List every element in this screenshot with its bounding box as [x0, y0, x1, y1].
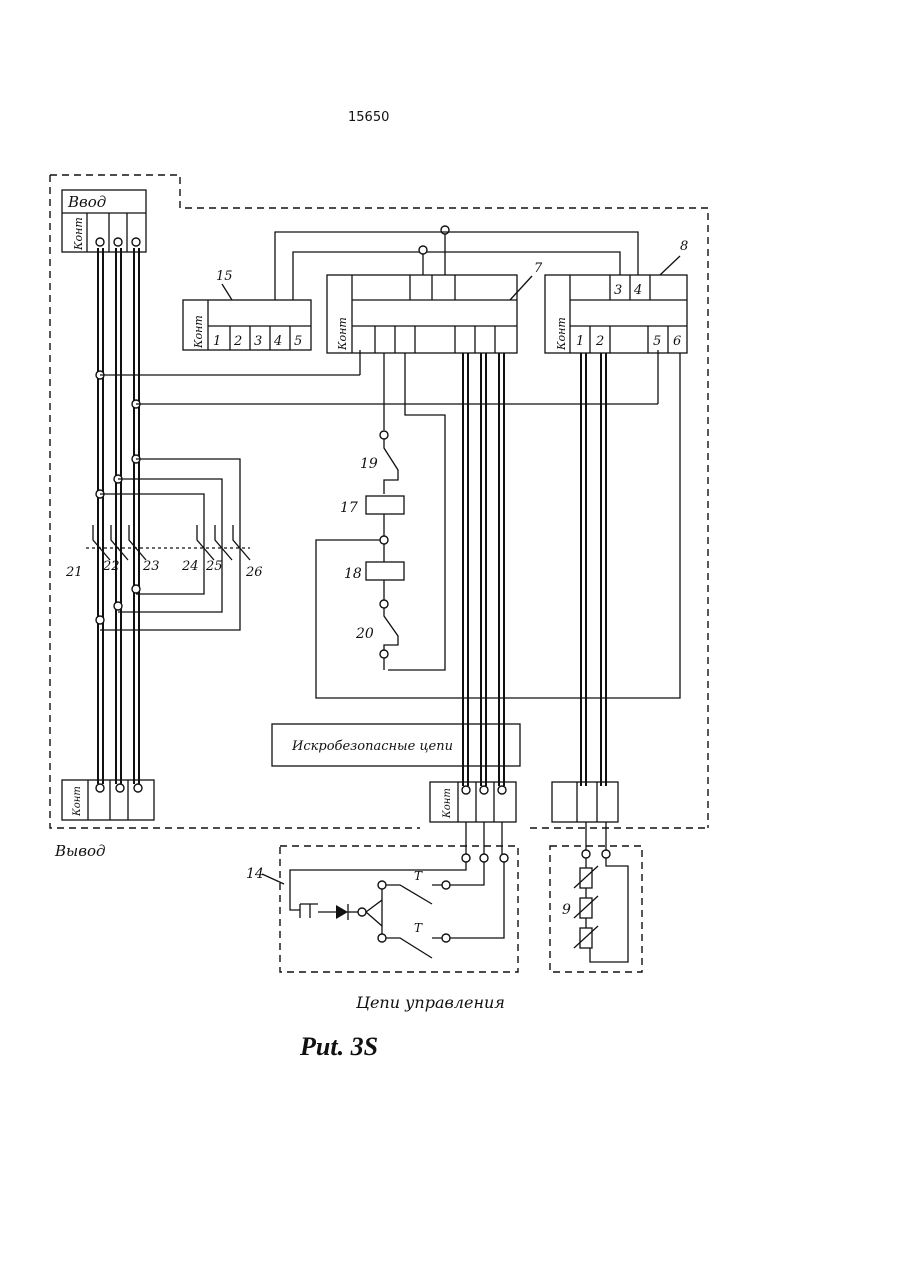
component-14-label: 14 [246, 866, 264, 882]
block-15-kont: Конт [192, 315, 205, 349]
input-kont-label: Конт [72, 217, 85, 251]
block-7-kont: Конт [336, 317, 349, 351]
power-lines [96, 248, 658, 784]
block-15: Конт 1 2 3 4 5 15 [183, 269, 311, 350]
block-8-t6: 6 [673, 334, 681, 349]
figure-caption: Put. 3S [300, 1032, 378, 1062]
output-kont-label: Конт [72, 786, 83, 817]
component-9-label: 9 [562, 902, 571, 918]
input-block-label: Ввод [67, 193, 106, 211]
safe-circuits-label: Искробезопасные цепи [291, 739, 453, 754]
unit-9: 9 [550, 822, 642, 972]
block-8-t3: 3 [614, 283, 622, 298]
switch-label-21: 21 [65, 565, 83, 580]
block-15-t2: 2 [233, 334, 242, 349]
block-8-kont: Конт [555, 317, 568, 351]
top-bus [275, 226, 638, 300]
component-17-label: 17 [340, 500, 358, 516]
block-8: Конт 3 4 1 2 5 6 8 [545, 239, 688, 353]
block-15-ref: 15 [216, 269, 233, 284]
block-8-t5: 5 [653, 334, 661, 349]
input-block: Ввод Конт [62, 190, 146, 252]
block-15-t3: 3 [254, 334, 262, 349]
lower-terminal-block-right [552, 782, 618, 822]
block-8-t1: 1 [576, 334, 584, 349]
block-15-t4: 4 [273, 334, 282, 349]
block-15-t1: 1 [213, 334, 221, 349]
switch-label-26: 26 [245, 565, 263, 580]
switch-label-22: 22 [102, 559, 120, 574]
signal-lines [463, 353, 606, 786]
lower-terminal-block-left: Конт [430, 782, 516, 822]
button-symbol-bottom: T [414, 921, 423, 935]
switch-label-25: 25 [205, 559, 223, 574]
switch-group: 21 22 23 24 25 26 [65, 459, 263, 630]
safe-circuits-box: Искробезопасные цепи [272, 724, 520, 766]
output-block: Конт Вывод [54, 780, 154, 860]
block-8-ref: 8 [680, 239, 688, 254]
switch-label-23: 23 [142, 559, 160, 574]
block-8-t2: 2 [595, 334, 604, 349]
control-unit-14: T T 14 [246, 822, 518, 972]
component-19-label: 19 [360, 456, 378, 472]
block-15-t5: 5 [294, 334, 302, 349]
enclosure-frame [50, 175, 708, 828]
block-7: Конт 7 [327, 261, 543, 353]
output-block-label: Вывод [54, 842, 106, 860]
lower-left-kont: Конт [442, 788, 453, 819]
switch-label-24: 24 [181, 559, 199, 574]
control-circuits-label: Цепи управления [355, 993, 505, 1012]
component-18-label: 18 [344, 566, 362, 582]
block-8-t4: 4 [633, 283, 642, 298]
component-20-label: 20 [355, 626, 374, 642]
block-7-ref: 7 [534, 261, 543, 276]
button-symbol-top: T [414, 869, 423, 883]
